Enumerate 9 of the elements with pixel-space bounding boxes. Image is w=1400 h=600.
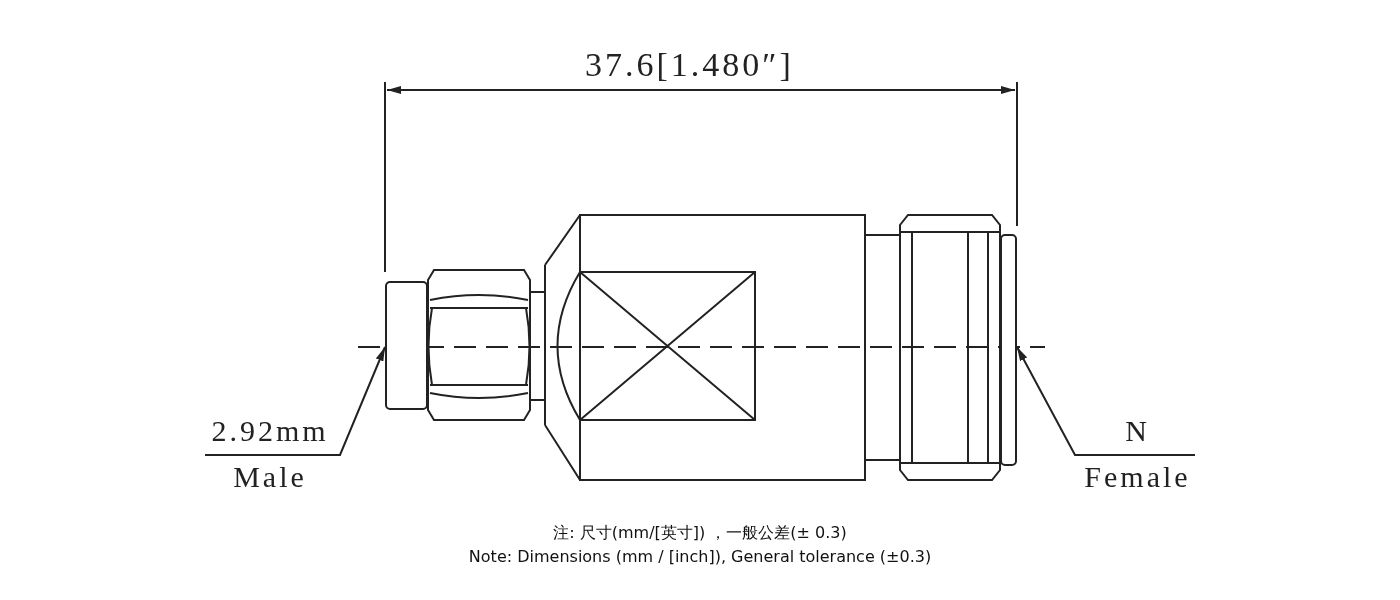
leader-line (1016, 346, 1196, 456)
dimension-text: 37.6[1.480″] (585, 48, 794, 82)
note-text: Note: Dimensions (mm / [inch]), General tolerance (±0.3) (468, 547, 932, 566)
connector-type-label: 2.92mm (210, 416, 330, 446)
connector-type-label: N (1124, 416, 1151, 446)
gender-label: Male (232, 462, 308, 492)
note-text: 注: 尺寸(mm/[英寸]) ，一般公差(± 0.3) (553, 523, 847, 544)
gender-label: Female (1083, 462, 1192, 492)
leader-line (204, 346, 386, 456)
